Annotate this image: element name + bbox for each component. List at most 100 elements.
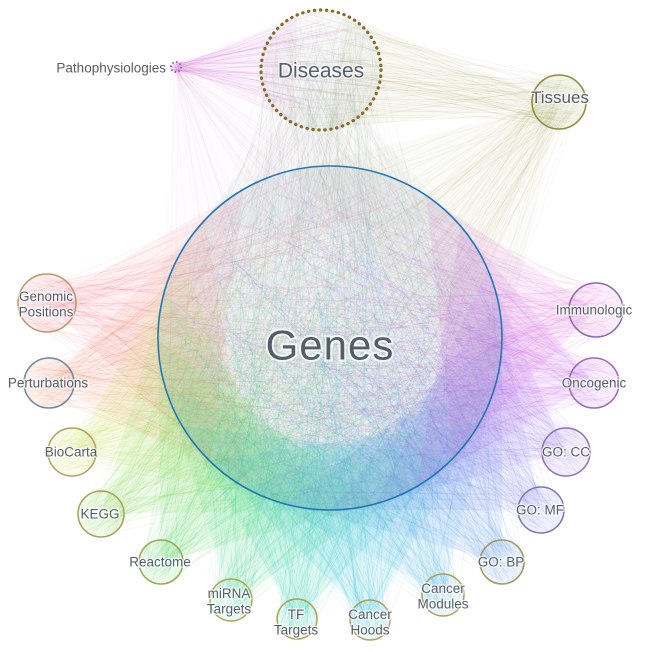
edge-line (171, 67, 346, 218)
edge-line (178, 59, 366, 64)
edge-line (218, 19, 316, 215)
label-perturbations[interactable]: Perturbations (7, 374, 90, 392)
edge-line (359, 204, 438, 607)
edge-line (64, 187, 260, 316)
node-cancer-hoods[interactable] (349, 599, 391, 641)
edge-line (175, 65, 332, 82)
node-kegg[interactable] (77, 490, 125, 538)
edge-line (236, 98, 274, 335)
label-immunologic[interactable]: Immunologic (554, 301, 633, 319)
label-kegg[interactable]: KEGG (79, 505, 121, 523)
edge-line (360, 227, 552, 513)
node-genes[interactable] (157, 165, 503, 511)
edge-line (235, 220, 404, 613)
label-oncogenic[interactable]: Oncogenic (560, 374, 627, 392)
edge-line (43, 211, 301, 378)
label-tissues[interactable]: Tissues (530, 87, 590, 109)
edge-line (206, 457, 299, 618)
edge-line (236, 280, 298, 600)
edge-line (183, 404, 552, 509)
edge-line (220, 280, 368, 615)
edge-line (236, 429, 433, 597)
node-mirna-targets[interactable] (209, 578, 253, 622)
edge-line (104, 328, 359, 531)
edge-line (45, 246, 305, 311)
edge-line (176, 70, 319, 82)
edge-line (241, 53, 371, 212)
edge-line (445, 339, 449, 580)
node-oncogenic[interactable] (568, 357, 620, 409)
edge-line (425, 88, 565, 307)
node-perturbations[interactable] (23, 357, 75, 409)
node-immunologic[interactable] (568, 282, 624, 338)
label-go-cc[interactable]: GO: CC (541, 443, 592, 461)
node-cancer-modules[interactable] (421, 573, 465, 617)
edge-line (285, 294, 356, 629)
node-tissues[interactable] (531, 74, 587, 130)
label-pathophysiologies[interactable]: Pathophysiologies (55, 59, 167, 77)
edge-line (265, 190, 447, 589)
edge-line (83, 172, 316, 519)
edge-line (300, 318, 443, 604)
node-go-bp[interactable] (479, 539, 525, 585)
edge-line (277, 261, 332, 624)
edge-line (319, 80, 564, 344)
node-tf-targets[interactable] (276, 598, 318, 640)
label-go-mf[interactable]: GO: MF (515, 501, 566, 519)
label-diseases[interactable]: Diseases (277, 58, 366, 84)
edge-line (326, 125, 421, 259)
edge-line (164, 382, 218, 555)
node-pathophysiologies[interactable] (170, 61, 182, 73)
label-go-bp[interactable]: GO: BP (476, 553, 525, 571)
edge-line (369, 103, 565, 286)
edge-line (74, 225, 315, 445)
edge-line (398, 219, 590, 450)
edge-line (360, 45, 540, 121)
label-kegg-line: KEGG (80, 507, 119, 522)
edge-line (179, 68, 495, 295)
edge-line (304, 453, 396, 617)
node-biocarta[interactable] (47, 427, 97, 477)
edge-line (285, 26, 367, 371)
edge-line (346, 42, 555, 99)
edge-line (387, 313, 584, 366)
edge-line (313, 304, 517, 557)
label-reactome[interactable]: Reactome (128, 553, 192, 571)
edge-line (340, 500, 428, 601)
edge-line (271, 471, 298, 614)
edge-line (393, 80, 551, 314)
edge-line (340, 180, 424, 597)
edge-line (295, 457, 454, 583)
node-reactome[interactable] (138, 539, 184, 585)
label-genes[interactable]: Genes (264, 320, 396, 371)
edge-line (173, 69, 311, 108)
edge-line (256, 91, 552, 451)
node-genomic-positions[interactable] (17, 273, 77, 333)
edge-line (286, 82, 542, 92)
label-tissues-line: Tissues (531, 88, 589, 107)
edge-line (114, 430, 294, 499)
edge-line (298, 66, 481, 393)
edge-line (316, 46, 465, 270)
edge-line (245, 349, 323, 606)
edge-line (290, 351, 450, 580)
edge-line (21, 229, 305, 305)
edge-line (177, 62, 297, 99)
edge-line (103, 256, 321, 502)
edge-line (206, 457, 237, 583)
edge-line (251, 477, 449, 609)
label-biocarta[interactable]: BioCarta (43, 443, 99, 461)
edge-line (282, 112, 311, 329)
node-diseases[interactable] (259, 8, 383, 132)
node-go-mf[interactable] (517, 486, 565, 534)
node-go-cc[interactable] (541, 427, 591, 477)
edge-bundle-immunologic-genes (172, 179, 623, 493)
edge-line (174, 66, 374, 68)
edge-line (295, 286, 601, 381)
edge-line (97, 230, 329, 512)
